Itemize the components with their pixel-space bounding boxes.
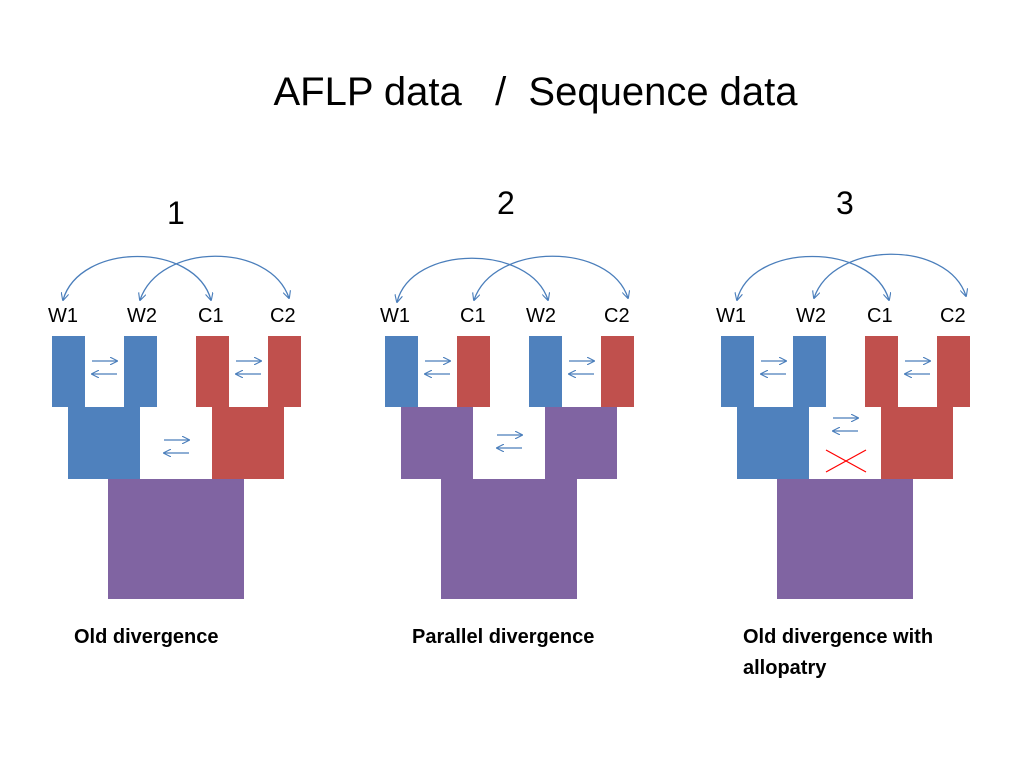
page-title: AFLP data / Sequence data bbox=[273, 70, 798, 114]
panel-3-flow-between bbox=[833, 418, 858, 431]
panel-3-ancestor bbox=[777, 479, 913, 599]
panel-3-label-3: C1 bbox=[867, 305, 893, 327]
panel-1-flow-between bbox=[164, 440, 189, 453]
panel-3-flow-cultivated bbox=[905, 361, 930, 374]
panel-1-ancestor bbox=[108, 479, 244, 599]
panel-1-number: 1 bbox=[167, 195, 185, 231]
panel-3-pop-c2 bbox=[937, 336, 970, 407]
panel-2-label-3: W2 bbox=[526, 305, 556, 327]
panel-2-number: 2 bbox=[497, 185, 515, 221]
panel-2-clade-right bbox=[545, 407, 617, 479]
panel-3-pop-c1 bbox=[865, 336, 898, 407]
panel-2-pop-w2 bbox=[529, 336, 562, 407]
panel-1-pop-w1 bbox=[52, 336, 85, 407]
panel-1-label-2: W2 bbox=[127, 305, 157, 327]
panel-2-label-2: C1 bbox=[460, 305, 486, 327]
panel-3-label-4: C2 bbox=[940, 305, 966, 327]
panel-3-blocked-cross-icon bbox=[825, 449, 867, 473]
panel-3-arc-w1-c1 bbox=[737, 255, 889, 301]
panel-1-arc-w2-c2 bbox=[140, 255, 289, 300]
panel-3-clade-cultivated bbox=[881, 407, 953, 479]
panel-2-pop-w1 bbox=[385, 336, 418, 407]
panel-2-pop-c1 bbox=[457, 336, 490, 407]
panel-2-clade-left bbox=[401, 407, 473, 479]
panel-1-caption: Old divergence bbox=[74, 626, 219, 648]
panel-1-pop-c1 bbox=[196, 336, 229, 407]
panel-2-caption: Parallel divergence bbox=[412, 626, 595, 648]
panel-1-flow-wild bbox=[92, 361, 117, 374]
panel-3-caption-line-1: Old divergence with bbox=[743, 626, 934, 648]
panel-3-number: 3 bbox=[836, 185, 854, 221]
panel-3-pop-w2 bbox=[793, 336, 826, 407]
panel-3-caption-line-2: allopatry bbox=[743, 657, 827, 679]
panel-1-flow-cultivated bbox=[236, 361, 261, 374]
panel-3-caption: Old divergence with allopatry bbox=[743, 622, 933, 684]
panel-1-label-4: C2 bbox=[270, 305, 296, 327]
panel-2-arc-w1-w2 bbox=[397, 257, 548, 302]
panel-3-pop-w1 bbox=[721, 336, 754, 407]
panel-3-flow-wild bbox=[761, 361, 786, 374]
panel-2-label-4: C2 bbox=[604, 305, 630, 327]
panel-3-arc-w2-c2 bbox=[814, 253, 966, 298]
panel-1-pop-w2 bbox=[124, 336, 157, 407]
panel-1-label-1: W1 bbox=[48, 305, 78, 327]
panel-2-ancestor bbox=[441, 479, 577, 599]
panel-3-label-1: W1 bbox=[716, 305, 746, 327]
panel-2-arc-c1-c2 bbox=[474, 255, 628, 300]
panel-1-clade-cultivated bbox=[212, 407, 284, 479]
panel-2-label-1: W1 bbox=[380, 305, 410, 327]
panel-1-pop-c2 bbox=[268, 336, 301, 407]
panel-3-clade-wild bbox=[737, 407, 809, 479]
panel-2-pop-c2 bbox=[601, 336, 634, 407]
panel-1-label-3: C1 bbox=[198, 305, 224, 327]
panel-1-clade-wild bbox=[68, 407, 140, 479]
panel-2-flow-right bbox=[569, 361, 594, 374]
panel-1-arc-w1-c1 bbox=[63, 255, 211, 301]
panel-2-flow-between bbox=[497, 435, 522, 448]
panel-2-flow-left bbox=[425, 361, 450, 374]
panel-3-label-2: W2 bbox=[796, 305, 826, 327]
